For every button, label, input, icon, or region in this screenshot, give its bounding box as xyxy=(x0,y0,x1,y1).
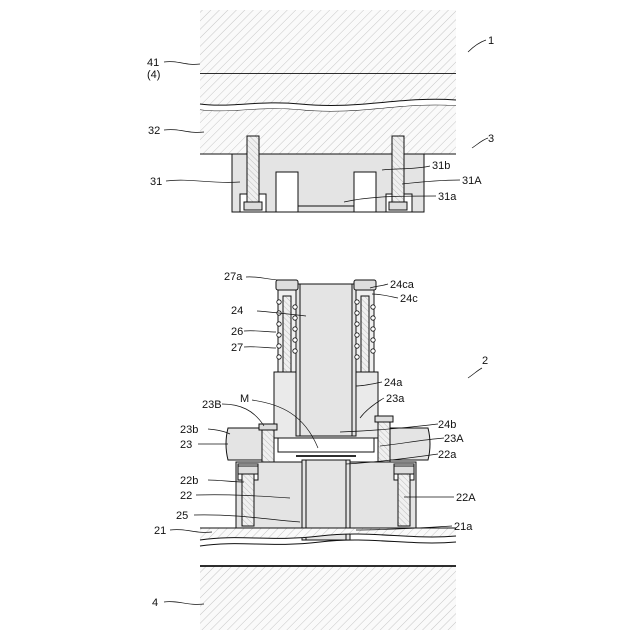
label-22: 22 xyxy=(180,490,192,502)
label-3: 3 xyxy=(488,133,494,145)
punch-24 xyxy=(296,284,356,436)
label-2: 2 xyxy=(482,355,488,367)
label-27: 27 xyxy=(231,342,243,354)
label-23b: 23b xyxy=(180,424,198,436)
label-22b: 22b xyxy=(180,475,198,487)
lower-body-4 xyxy=(200,566,456,630)
label-32: 32 xyxy=(148,125,160,137)
label-22A: 22A xyxy=(456,492,476,504)
upper-plate-41 xyxy=(200,10,456,106)
label-24: 24 xyxy=(231,305,243,317)
label-23: 23 xyxy=(180,439,192,451)
label-4: 4 xyxy=(152,597,158,609)
label-25: 25 xyxy=(176,510,188,522)
label-31a: 31a xyxy=(438,191,457,203)
label-31: 31 xyxy=(150,176,162,188)
label-M: M xyxy=(240,393,249,405)
label-41: 41 xyxy=(147,57,159,69)
label-4-paren: (4) xyxy=(147,69,160,81)
label-23A: 23A xyxy=(444,433,464,445)
label-24a: 24a xyxy=(384,377,403,389)
label-21a: 21a xyxy=(454,521,473,533)
label-26: 26 xyxy=(231,326,243,338)
label-21: 21 xyxy=(154,525,166,537)
label-23B: 23B xyxy=(202,399,222,411)
label-24b: 24b xyxy=(438,419,456,431)
label-23a: 23a xyxy=(386,393,405,405)
label-1: 1 xyxy=(488,35,494,47)
label-24ca: 24ca xyxy=(390,279,415,291)
label-27a: 27a xyxy=(224,271,243,283)
label-31A: 31A xyxy=(462,175,482,187)
label-24c: 24c xyxy=(400,293,418,305)
upper-mold-32 xyxy=(200,105,456,154)
label-22a: 22a xyxy=(438,449,457,461)
label-31b: 31b xyxy=(432,160,450,172)
